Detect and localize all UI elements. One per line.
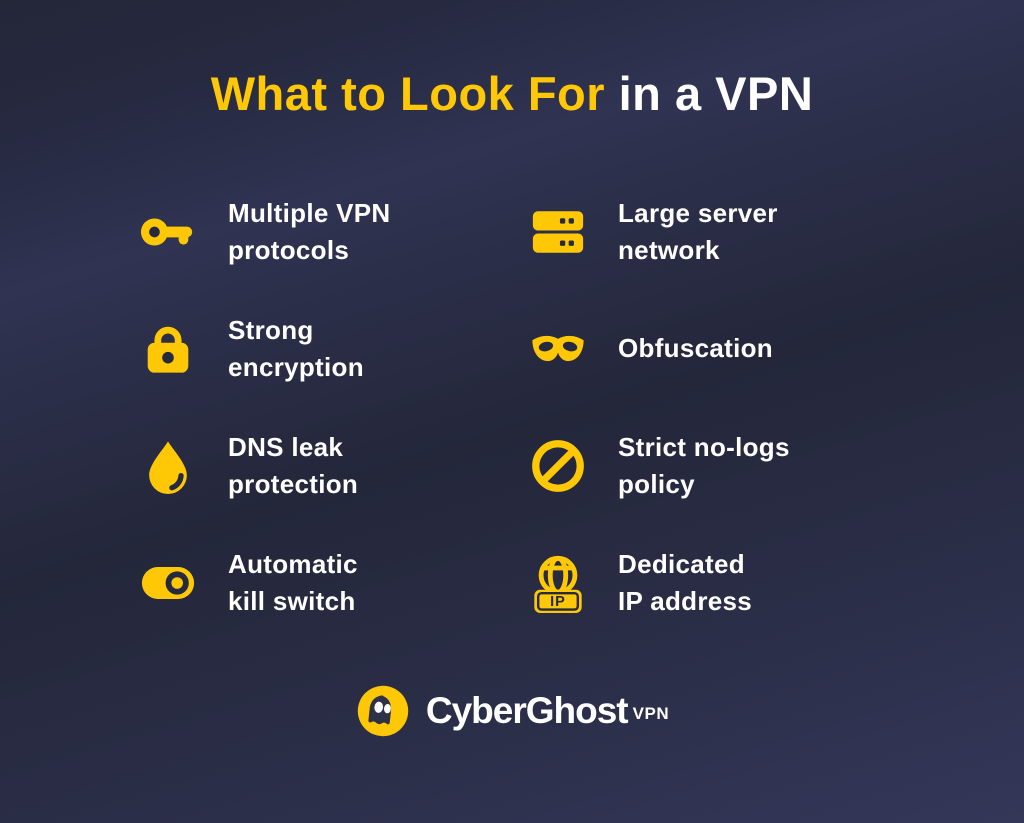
server-icon <box>528 199 588 265</box>
mask-icon <box>528 316 588 382</box>
feature-label: Obfuscation <box>618 333 773 363</box>
feature-strict-no-logs-policy: Strict no-logs policy <box>528 407 886 524</box>
droplet-icon <box>138 433 198 499</box>
page-title-highlight: What to Look For <box>210 67 606 120</box>
lock-icon <box>138 316 198 382</box>
ip-badge-text: IP <box>550 594 566 610</box>
feature-dns-leak-protection: DNS leak protection <box>138 407 528 524</box>
feature-label: Dedicated IP address <box>618 548 753 616</box>
feature-large-server-network: Large server network <box>528 173 886 290</box>
feature-strong-encryption: Strong encryption <box>138 290 528 407</box>
toggle-icon <box>138 550 198 616</box>
brand-logo: CyberGhost VPN <box>355 683 669 739</box>
feature-label: Strict no-logs policy <box>618 431 790 499</box>
key-icon <box>138 199 198 265</box>
features-grid: Multiple VPN protocols Large server netw… <box>138 173 886 641</box>
globe-ip-icon: IP <box>528 550 588 616</box>
feature-label: Large server network <box>618 197 778 265</box>
brand-suffix: VPN <box>632 704 670 723</box>
no-sign-icon <box>528 433 588 499</box>
feature-automatic-kill-switch: Automatic kill switch <box>138 524 528 641</box>
feature-label: Multiple VPN protocols <box>228 197 391 265</box>
page-title-rest: in a VPN <box>605 67 814 120</box>
feature-dedicated-ip-address: IP Dedicated IP address <box>528 524 886 641</box>
feature-label: Strong encryption <box>228 314 364 382</box>
feature-label: DNS leak protection <box>228 431 359 499</box>
brand-wordmark: CyberGhost VPN <box>426 690 669 732</box>
feature-multiple-vpn-protocols: Multiple VPN protocols <box>138 173 528 290</box>
brand-name: CyberGhost <box>425 690 629 731</box>
feature-obfuscation: Obfuscation <box>528 290 886 407</box>
cyberghost-ghost-icon <box>357 685 409 737</box>
page-title: What to Look For in a VPN <box>211 66 814 121</box>
feature-label: Automatic kill switch <box>228 548 358 616</box>
